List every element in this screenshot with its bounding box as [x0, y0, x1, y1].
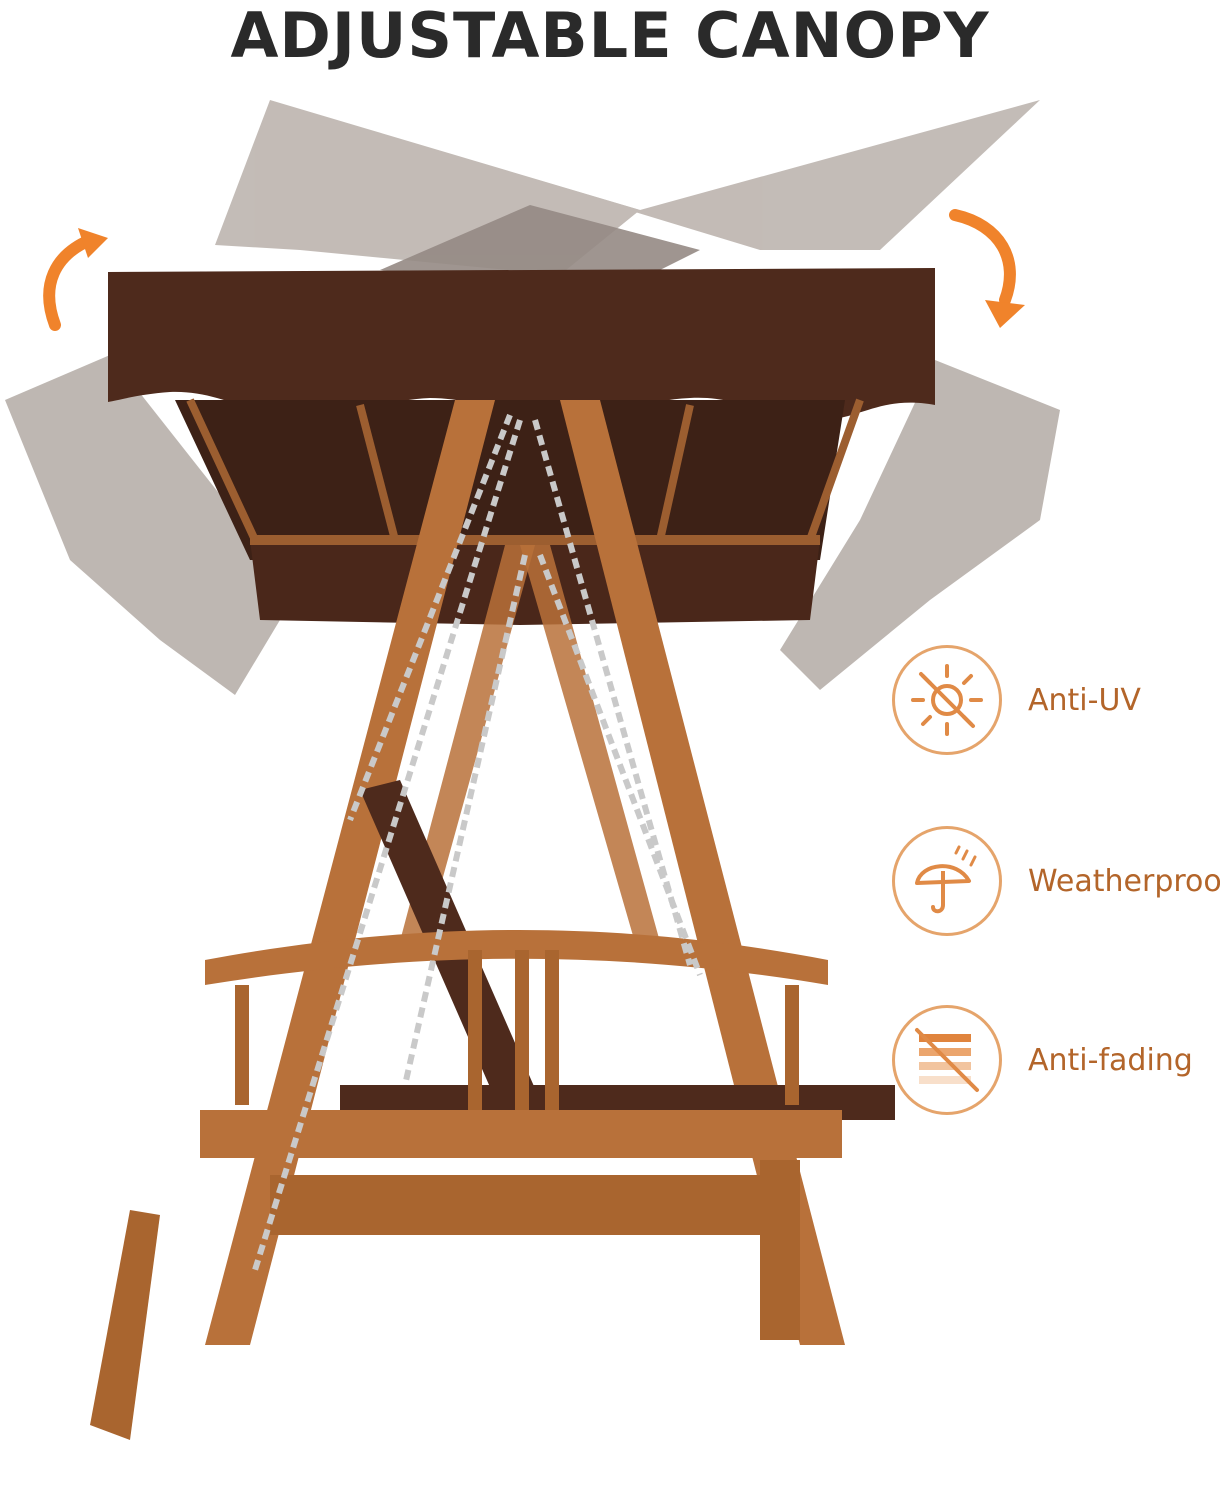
- feature-weatherproof: Weatherproof: [892, 826, 1220, 936]
- feature-anti-uv: Anti-UV: [892, 645, 1141, 755]
- no-uv-sun-icon: [892, 645, 1002, 755]
- rotate-arrow-right-icon: [949, 209, 1025, 328]
- swing-chains: [252, 413, 703, 1271]
- swing-base: [90, 1110, 842, 1440]
- ghost-canopy-side-left: [5, 355, 280, 695]
- feature-label: Anti-fading: [1028, 1042, 1193, 1078]
- feature-anti-fading: Anti-fading: [892, 1005, 1193, 1115]
- feature-label: Anti-UV: [1028, 682, 1141, 718]
- umbrella-rain-icon: [892, 826, 1002, 936]
- anti-fading-icon: [892, 1005, 1002, 1115]
- rotate-arrow-left-icon: [43, 228, 108, 331]
- ghost-canopy-side-right: [780, 360, 1060, 690]
- feature-label: Weatherproof: [1028, 863, 1220, 899]
- page-headline: ADJUSTABLE CANOPY: [230, 0, 990, 72]
